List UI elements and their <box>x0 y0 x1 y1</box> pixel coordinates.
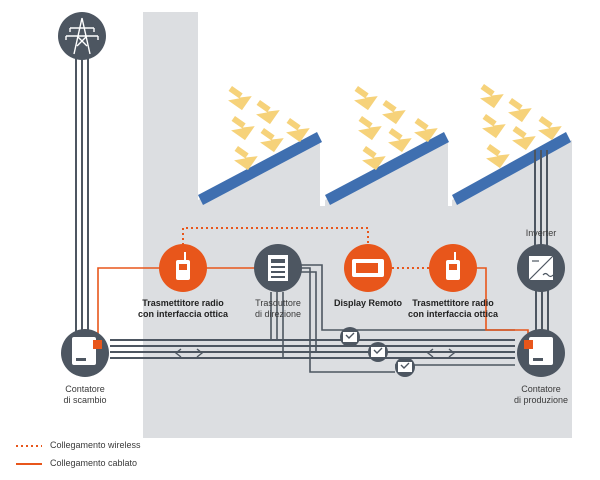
radio-transmitter-icon <box>159 244 207 292</box>
label-display-remoto: Display Remoto <box>334 298 402 309</box>
label-contatore-scambio: Contatore di scambio <box>63 384 106 406</box>
label-line: Display Remoto <box>333 298 403 308</box>
label-trasduttore: Trasduttore di direzione <box>255 298 301 320</box>
din-module-icon <box>340 327 360 347</box>
inverter-icon <box>517 244 565 292</box>
flow-arrows <box>174 348 456 358</box>
label-inverter: Inverter <box>526 228 557 239</box>
energy-meter-icon <box>517 329 565 377</box>
radio-transmitter-icon <box>429 244 477 292</box>
label-trasmettitore-right: Trasmettitore radio con interfaccia otti… <box>408 298 498 320</box>
label-line: con interfaccia ottica <box>407 309 499 319</box>
label-line: Contatore <box>65 384 105 394</box>
label-line: Trasduttore <box>255 298 301 308</box>
grid-line <box>75 58 89 335</box>
label-contatore-produzione: Contatore di produzione <box>514 384 568 406</box>
building-silhouette <box>143 12 572 438</box>
label-line: con interfaccia ottica <box>137 309 229 319</box>
legend-wireless-label: Collegamento wireless <box>50 440 141 450</box>
label-line: di direzione <box>254 309 302 319</box>
legend-wired-label: Collegamento cablato <box>50 458 138 468</box>
power-pylon-icon <box>58 12 106 60</box>
label-line: Trasmettitore radio <box>412 298 494 308</box>
transducer-device-icon <box>254 244 302 292</box>
dc-lines <box>534 150 549 333</box>
label-line: Contatore <box>521 384 561 394</box>
label-line: di produzione <box>513 395 569 405</box>
label-line: Trasmettitore radio <box>142 298 224 308</box>
din-module-icon <box>368 342 388 362</box>
label-line: di scambio <box>63 395 107 405</box>
label-line: Inverter <box>525 228 557 238</box>
wireless-links <box>182 227 430 269</box>
din-module-icon <box>395 357 415 377</box>
remote-display-icon <box>344 244 392 292</box>
label-trasmettitore-left: Trasmettitore radio con interfaccia otti… <box>138 298 228 320</box>
energy-meter-icon <box>61 329 109 377</box>
